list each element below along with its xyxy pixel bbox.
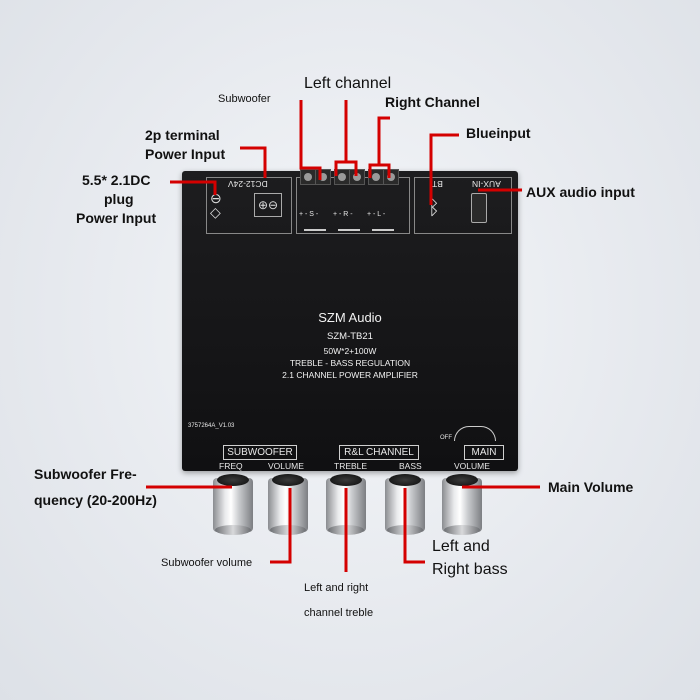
amplifier-board: SZM Audio SZM-TB21 50W*2+100W TREBLE - B… — [182, 169, 518, 471]
label-dc-plug-2: plug — [104, 191, 134, 207]
label-sub-freq-2: quency (20-200Hz) — [34, 492, 157, 508]
terminal-r-label: + - R - — [333, 211, 353, 218]
bass-label: BASS — [399, 461, 422, 471]
model-number: SZM-TB21 — [327, 331, 373, 342]
pointer-left-channel — [334, 100, 348, 176]
label-2p-terminal-2: Power Input — [145, 146, 226, 162]
bt-aux-panel — [414, 177, 512, 234]
label-dc-plug-3: Power Input — [76, 210, 157, 226]
terminal-s-label: + - S - — [299, 211, 319, 218]
pointer-dc-plug — [170, 180, 217, 195]
main-box: MAIN — [464, 445, 504, 460]
subwoofer-box: SUBWOOFER — [223, 445, 297, 460]
label-2p-terminal-1: 2p terminal — [145, 127, 220, 143]
label-left-channel: Left channel — [304, 75, 392, 92]
sub-freq-knob[interactable] — [213, 474, 253, 535]
label-sub-volume: Subwoofer volume — [161, 557, 253, 569]
speaker-l-icon — [372, 221, 394, 231]
speaker-r-icon — [338, 221, 360, 231]
label-lr-bass-2: Right bass — [432, 561, 508, 578]
pointer-bass — [403, 488, 425, 564]
label-main-volume: Main Volume — [548, 479, 634, 495]
feature-line-2: 2.1 CHANNEL POWER AMPLIFIER — [282, 370, 418, 380]
volume-label-1: VOLUME — [268, 461, 304, 471]
label-lr-bass-1: Left and — [432, 538, 490, 555]
label-blueinput: Blueinput — [466, 125, 531, 141]
pointer-right-channel — [368, 116, 390, 178]
power-terminal: ⊕⊖ — [254, 193, 282, 217]
pointer-sub-volume — [270, 488, 292, 564]
dc-plug-icon: ⊖◇ — [210, 190, 222, 220]
serial-number: 3757264A_V1.03 — [188, 423, 235, 429]
label-sub-freq-1: Subwoofer Fre- — [34, 466, 137, 482]
pointer-subwoofer — [299, 100, 322, 180]
power-rating: 50W*2+100W — [323, 346, 377, 356]
label-lr-treble-2: channel treble — [304, 607, 374, 619]
label-lr-treble-1: Left and right — [304, 582, 369, 594]
label-dc-plug-1: 5.5* 2.1DC — [82, 172, 151, 188]
label-subwoofer-top: Subwoofer — [218, 93, 271, 105]
sub-volume-knob[interactable] — [268, 474, 308, 535]
freq-label: FREQ — [219, 461, 243, 471]
terminal-l-neg — [383, 169, 399, 185]
treble-label: TREBLE — [334, 461, 368, 471]
power-input-panel — [206, 177, 292, 234]
pointer-blueinput — [429, 133, 459, 205]
off-label: OFF — [440, 435, 452, 441]
label-aux-input: AUX audio input — [526, 184, 635, 200]
pointer-2p-terminal — [240, 146, 267, 178]
volume-label-2: VOLUME — [454, 461, 490, 471]
brand-name: SZM Audio — [318, 310, 382, 325]
label-right-channel: Right Channel — [385, 94, 480, 110]
speaker-s-icon — [304, 221, 326, 231]
aux-jack-icon — [471, 193, 487, 223]
rl-channel-box: R&L CHANNEL — [339, 445, 419, 460]
feature-line-1: TREBLE - BASS REGULATION — [289, 358, 411, 368]
terminal-l-label: + - L - — [367, 211, 386, 218]
